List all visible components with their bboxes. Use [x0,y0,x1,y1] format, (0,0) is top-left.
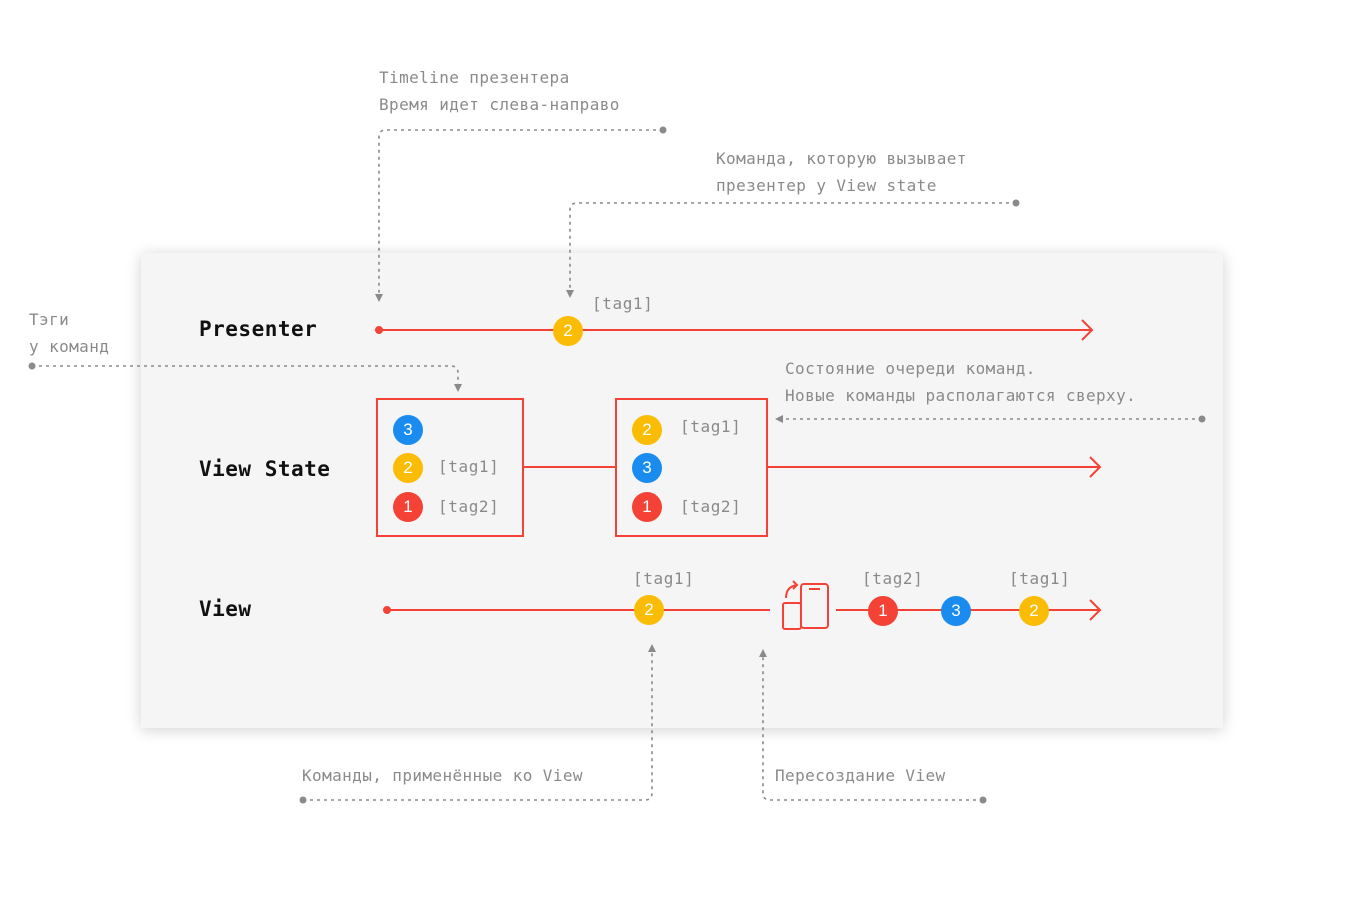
lane-label-view-state: View State [199,457,331,481]
queue-box-2 [615,398,768,537]
timeline-annotation: Timeline презентера Время идет слева-нап… [379,68,620,114]
view-start-dot [383,606,391,614]
queue1-item-badge: 1 [393,492,423,522]
view-reapplied-tag: [tag2] [862,569,924,588]
view-applied-tag: [tag1] [633,569,695,588]
view-reapplied-tag: [tag1] [1009,569,1071,588]
timeline-leader [375,129,663,302]
queue-annotation: Состояние очереди команд. Новые команды … [785,359,1137,405]
command-leader [566,202,1016,298]
applied-annotation: Команды, применённые ко View [302,766,583,785]
presenter-start-dot [375,326,383,334]
lane-label-presenter: Presenter [199,317,318,341]
queue1-item-tag: [tag2] [438,497,500,516]
tags-annotation: Тэги у команд [29,310,110,356]
queue2-item-badge: 3 [632,453,662,483]
queue2-item-tag: [tag1] [680,417,742,436]
presenter-command-badge: 2 [553,316,583,346]
queue2-item-badge: 2 [632,415,662,445]
queue2-item-badge: 1 [632,492,662,522]
command-annotation: Команда, которую вызывает презентер у Vi… [716,149,967,195]
recreate-leader [759,649,983,801]
queue-box-1 [376,398,524,537]
queue1-item-badge: 2 [393,453,423,483]
view-reapplied-badge: 3 [941,596,971,626]
queue2-item-tag: [tag2] [680,497,742,516]
diagram-panel [141,253,1223,728]
lane-label-view: View [199,597,252,621]
queue1-item-tag: [tag1] [438,457,500,476]
presenter-command-tag: [tag1] [592,294,654,313]
phone-rotate-icon [782,580,829,630]
recreate-annotation: Пересоздание View [775,766,946,785]
view-state-arrowhead [1089,456,1102,478]
tags-leader [32,365,462,392]
presenter-arrowhead [1081,319,1094,341]
queue1-item-badge: 3 [393,415,423,445]
view-applied-badge: 2 [634,595,664,625]
view-arrowhead [1089,599,1102,621]
view-reapplied-badge: 2 [1019,596,1049,626]
view-reapplied-badge: 1 [868,596,898,626]
